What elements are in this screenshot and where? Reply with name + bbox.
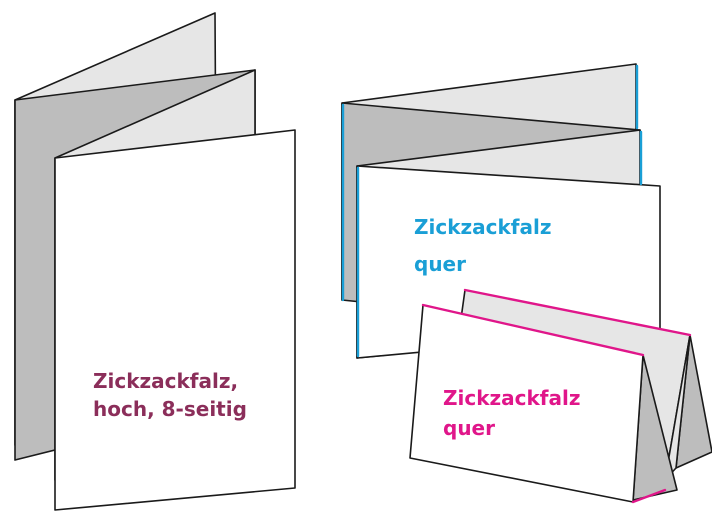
landscape-label: Zickzackfalz quer (414, 215, 558, 276)
small-label-line1: Zickzackfalz (443, 386, 581, 410)
small-label: Zickzackfalz quer (443, 386, 587, 440)
portrait-zigzag-leaflet (14, 12, 296, 511)
small-label-line2: quer (443, 416, 495, 440)
small-fold-edges (421, 288, 692, 504)
portrait-label: Zickzackfalz, hoch, 8-seitig (93, 369, 247, 421)
small-back-top-edge (463, 288, 692, 337)
landscape-label-line1: Zickzackfalz (414, 215, 552, 239)
portrait-label-line2: hoch, 8-seitig (93, 397, 247, 421)
landscape-label-line2: quer (414, 252, 466, 276)
small-front-top-edge (421, 303, 645, 357)
portrait-panel-front (54, 129, 296, 511)
small-bottom-edge (631, 488, 667, 504)
portrait-label-line1: Zickzackfalz, (93, 369, 238, 393)
landscape-fold-edges (341, 64, 643, 358)
small-zigzag-tent (409, 289, 712, 503)
